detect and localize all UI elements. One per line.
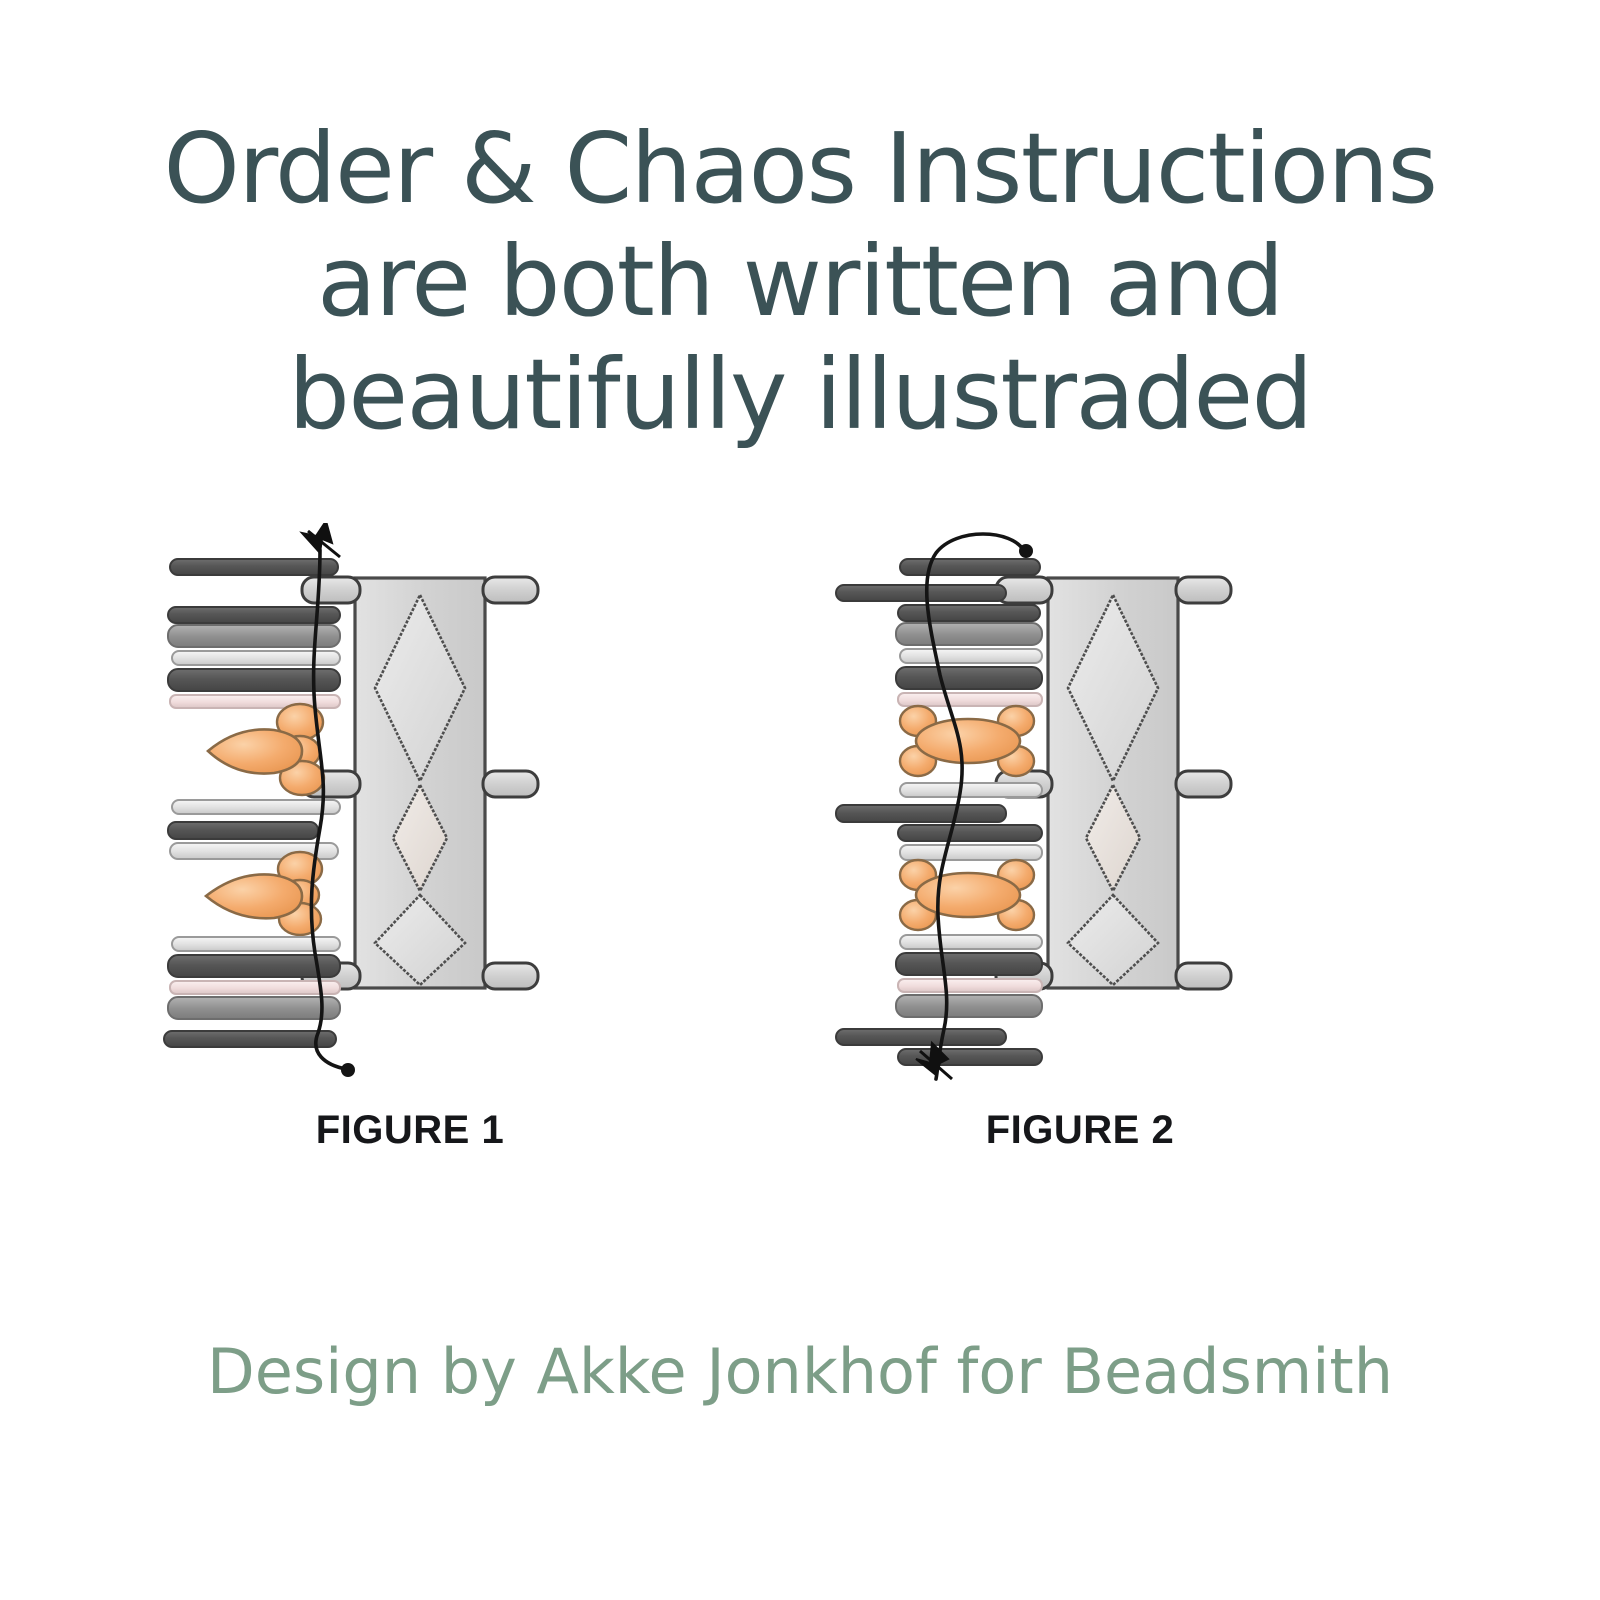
orange-bead-row-2-fig1 [203,850,324,937]
figures-container: FIGURE 1 [0,523,1600,1223]
thread-end-dot-fig2 [1019,544,1033,558]
figure-2-caption: FIGURE 2 [985,1108,1175,1152]
title-line-2: are both written and [317,225,1284,338]
thread-arrow-fig2 [915,1040,953,1081]
slide-body-fig1 [353,576,487,990]
figure-1-caption: FIGURE 1 [315,1108,505,1152]
thread-arrow-fig1 [299,523,341,559]
credit-line: Design by Akke Jonkhof for Beadsmith [206,1335,1394,1408]
slide-right-loops-fig2 [1174,575,1233,991]
bead-stack-fig2 [835,558,1043,1066]
figure-2: FIGURE 2 [820,523,1340,1223]
figure-2-illustration [835,532,1233,1081]
orange-bead-row-1-fig1 [206,702,326,797]
bead-stack-fig1 [163,558,341,1048]
thread-path-fig1 [309,548,348,1071]
page-title: Order & Chaos Instructions are both writ… [110,112,1490,451]
orange-bead-row-2-fig2 [898,858,1036,932]
thread-path-fig2 [925,532,1026,1081]
title-line-1: Order & Chaos Instructions [163,112,1438,225]
slide-right-loops-fig1 [481,575,540,991]
figure-1: FIGURE 1 [150,523,670,1223]
title-line-3: beautifully illustraded [288,338,1313,451]
slide-body-fig2 [1046,576,1180,990]
orange-bead-row-1-fig2 [898,704,1036,778]
thread-end-dot-fig1 [341,1063,355,1077]
figure-1-illustration [163,523,540,1077]
